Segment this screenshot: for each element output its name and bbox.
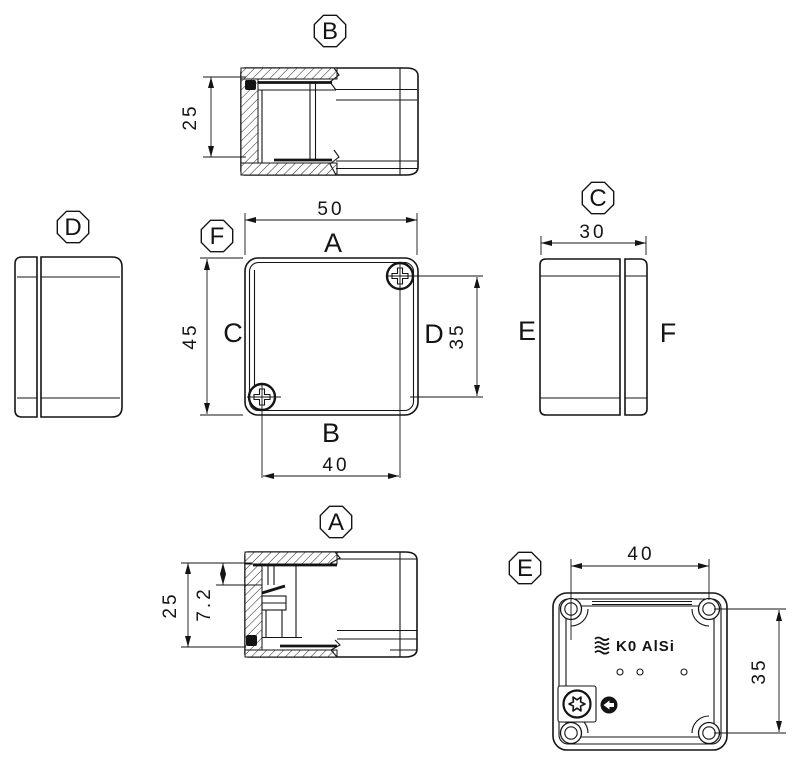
view-section-b: B 25 (180, 14, 419, 176)
section-hatch-bottom (240, 162, 338, 176)
view-side-c: C E F 30 (518, 181, 677, 416)
section-hatch-wall (240, 78, 259, 164)
dim-a-7-2: 7.2 (194, 563, 262, 622)
section-a-inner-lines (253, 551, 417, 658)
balloon-a-label: A (328, 509, 344, 536)
vent-holes (616, 668, 688, 676)
balloon-e: E (508, 551, 542, 585)
view-bottom-e: E (508, 544, 786, 751)
view-section-a: A (160, 505, 418, 658)
balloon-b-label: B (322, 18, 338, 45)
side-c-label-f: F (660, 318, 677, 348)
plan-label-d: D (424, 319, 444, 349)
section-a-hatch-top (244, 551, 338, 565)
dim-a-7-2-text: 7.2 (194, 586, 215, 621)
dim-plan-50: 50 (244, 199, 418, 255)
balloon-a: A (319, 505, 353, 539)
manufacturer-logo (594, 636, 610, 655)
dim-b-25-text: 25 (180, 103, 201, 130)
view-side-d: D (14, 210, 123, 418)
side-c-label-e: E (518, 316, 536, 346)
gasket-seal (245, 80, 256, 90)
bottom-e-seam-lines (592, 601, 692, 605)
balloon-c: C (581, 181, 615, 215)
dim-a-25: 25 (160, 562, 252, 648)
dim-plan-40-text: 40 (322, 455, 349, 476)
balloon-b: B (313, 14, 347, 48)
section-hatch-top (240, 67, 338, 80)
dim-e-40: 40 (570, 544, 710, 640)
balloon-f-label: F (210, 223, 225, 250)
plan-label-a: A (324, 228, 342, 258)
balloon-d: D (56, 210, 90, 244)
balloon-c-label: C (589, 185, 606, 212)
section-b-inner-lines (258, 67, 417, 176)
dim-c-30: 30 (540, 222, 647, 255)
plan-label-b: B (322, 418, 340, 448)
dim-e-35: 35 (714, 608, 786, 734)
dim-b-25: 25 (180, 76, 246, 158)
dim-e-35-text: 35 (749, 657, 770, 684)
dim-plan-35-text: 35 (447, 322, 468, 349)
material-marking-text: K0 AlSi (616, 638, 675, 655)
plan-label-c: C (223, 318, 243, 348)
torx-screw (562, 689, 592, 719)
earth-ground-symbol (600, 696, 618, 714)
dim-plan-50-text: 50 (317, 199, 344, 220)
balloon-e-label: E (517, 555, 533, 582)
section-a-hatch-bottom (244, 649, 338, 658)
balloon-f: F (200, 219, 234, 253)
dim-a-25-text: 25 (160, 591, 181, 618)
gasket-seal-a (246, 635, 257, 646)
dim-plan-45: 45 (180, 257, 243, 416)
balloon-d-label: D (64, 214, 81, 241)
dim-plan-35: 35 (247, 275, 483, 398)
dim-e-40-text: 40 (627, 544, 654, 565)
side-d-lines (17, 276, 120, 399)
view-plan: F A B C D 50 45 (180, 199, 483, 479)
mounting-boss-bottom-left (559, 721, 583, 745)
dim-plan-40: 40 (261, 262, 401, 479)
side-c-lines (540, 275, 647, 399)
dim-c-30-text: 30 (579, 222, 606, 243)
dim-plan-45-text: 45 (180, 322, 201, 349)
